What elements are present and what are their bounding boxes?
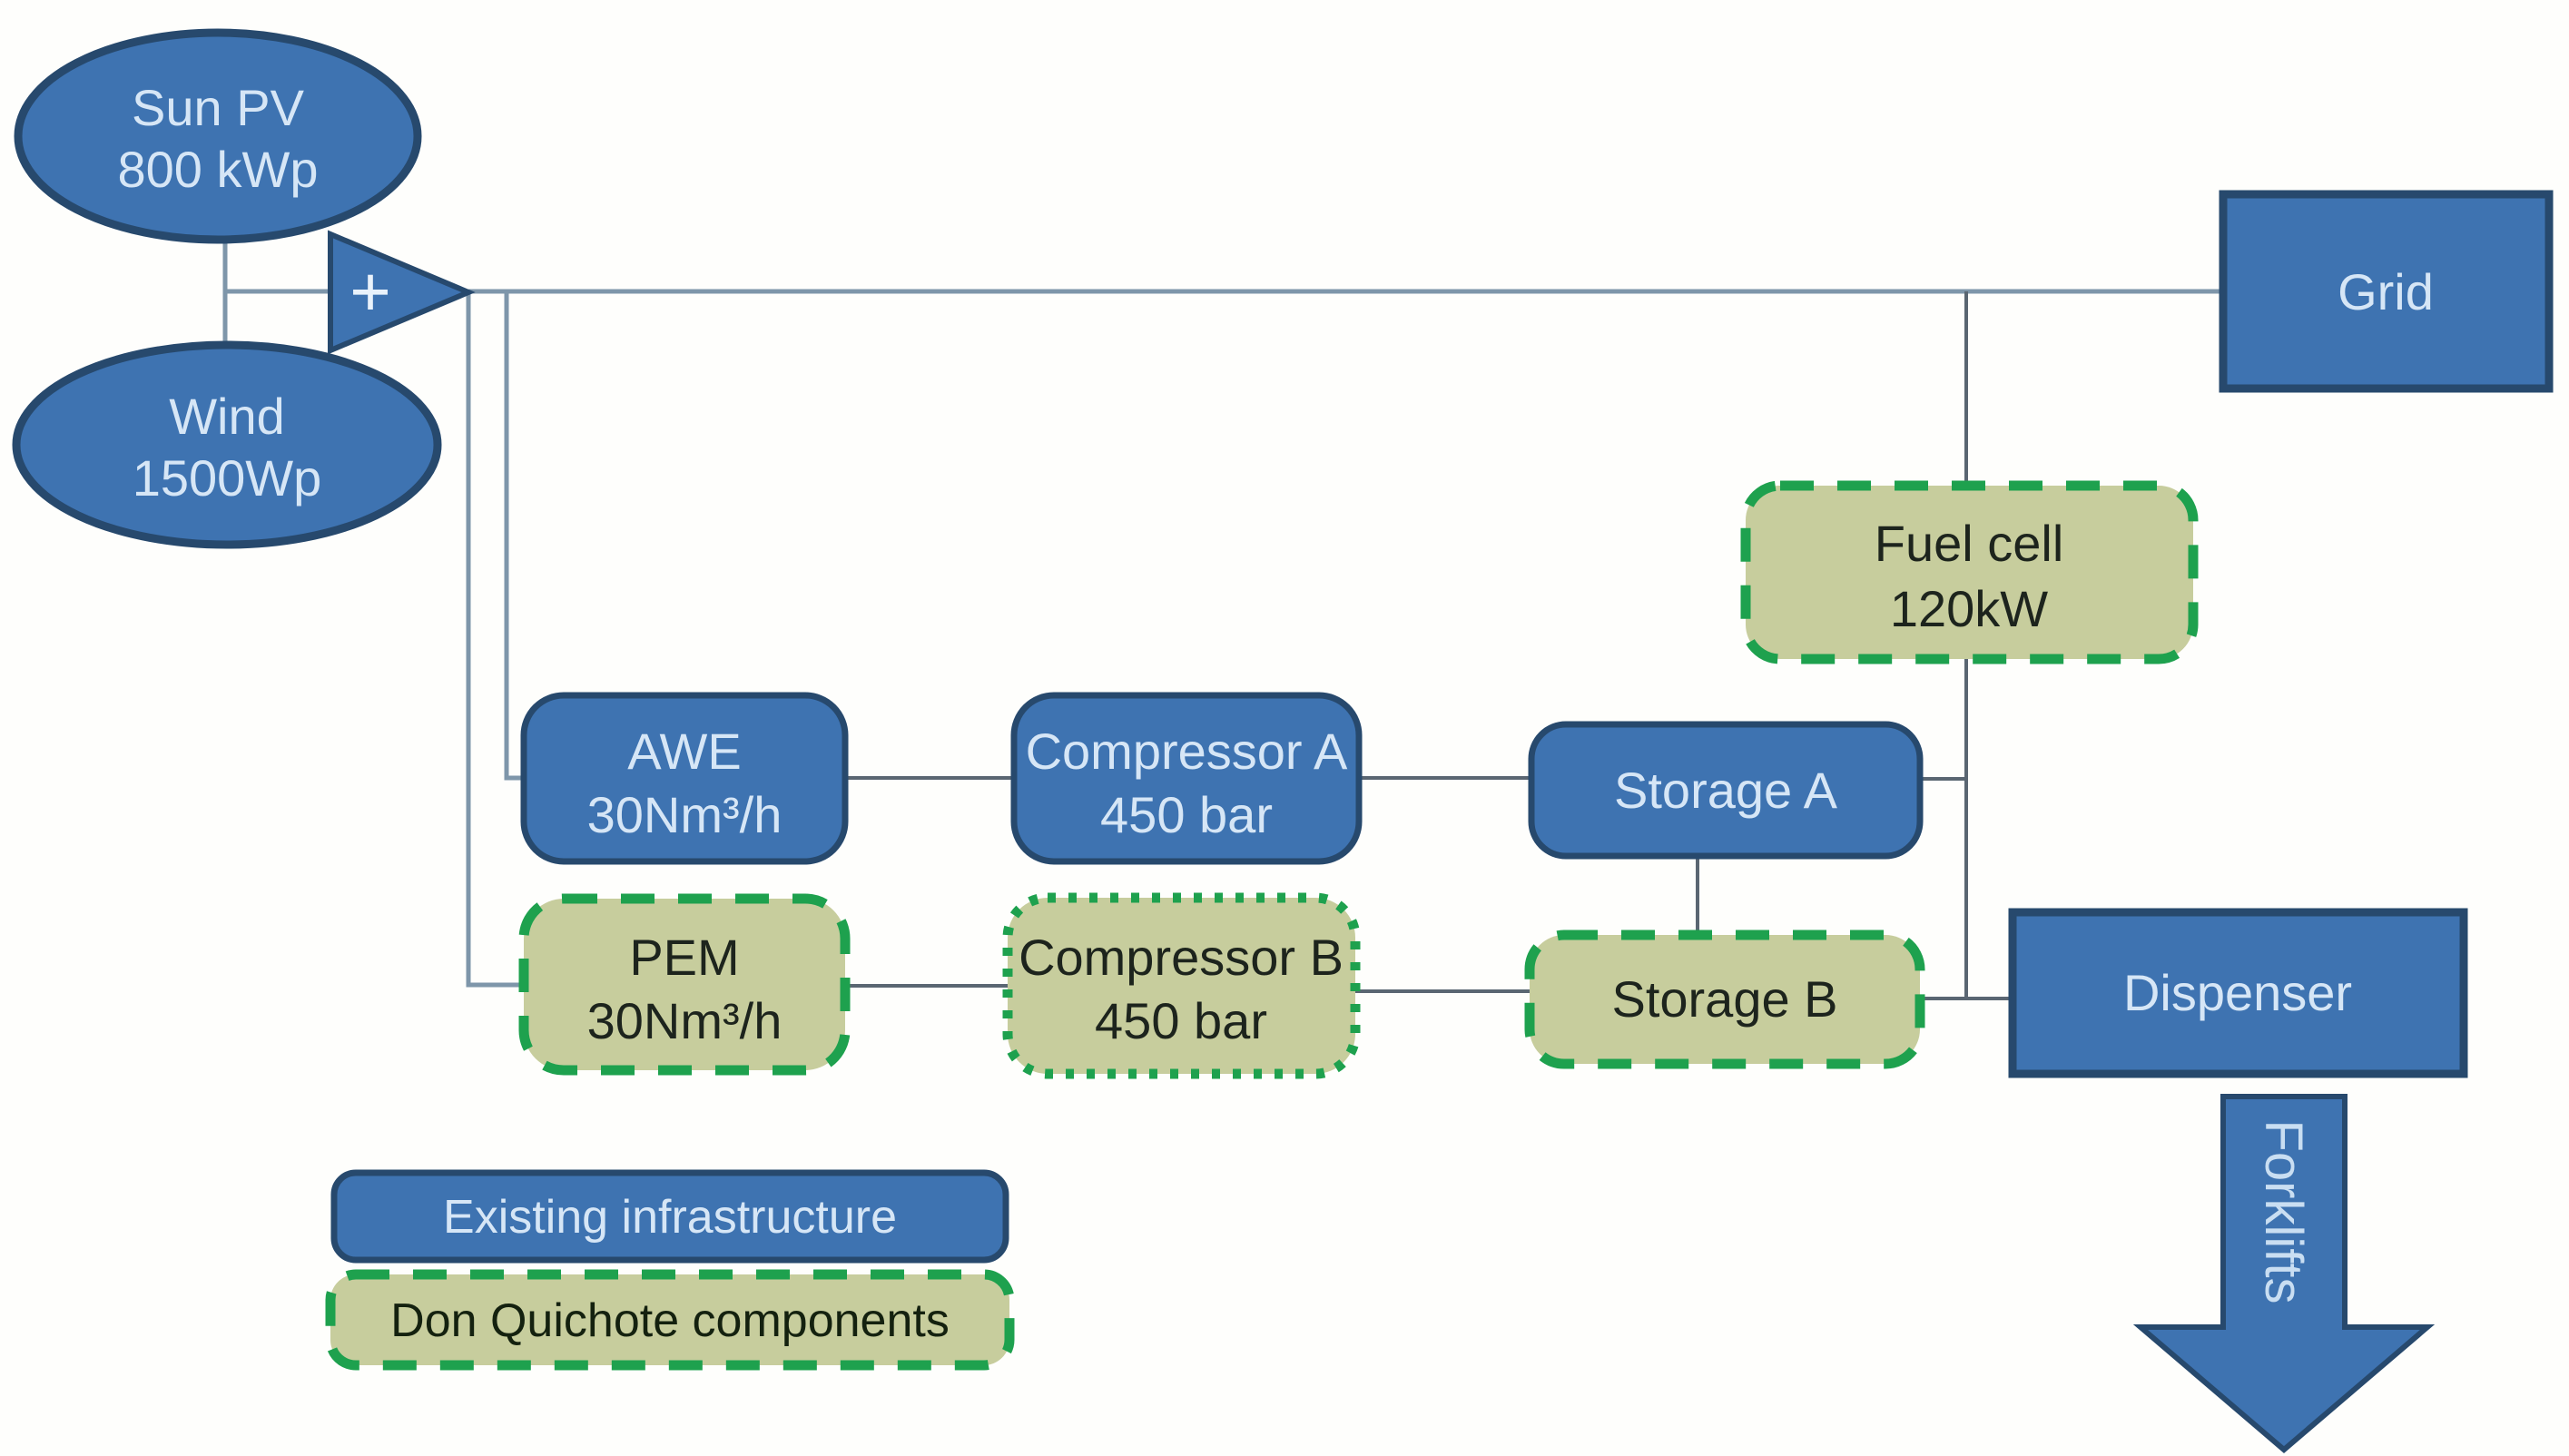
compressor-a-label-line1: Compressor A	[1026, 723, 1348, 780]
forklifts-label: Forklifts	[2254, 1120, 2313, 1304]
grid-label: Grid	[2338, 263, 2434, 320]
grid-shape	[2219, 190, 2554, 393]
sun-pv-node: Sun PV 800 kWp	[14, 28, 422, 244]
plus-sign-label: +	[349, 251, 391, 331]
legend-don-quichote-label: Don Quichote components	[390, 1294, 950, 1347]
legend-item-existing: Existing infrastructure	[330, 1169, 1009, 1264]
storage-b-shape	[1524, 930, 1925, 1069]
legend: Existing infrastructure Don Quichote com…	[325, 1169, 1015, 1371]
pem-shape	[518, 893, 851, 1076]
compressor-b-label-line2: 450 bar	[1095, 992, 1267, 1049]
fuel-cell-label-line1: Fuel cell	[1875, 515, 2064, 572]
fuel-cell-node: Fuel cell 120kW	[1740, 480, 2199, 664]
pem-node: PEM 30Nm³/h	[518, 893, 851, 1076]
plus-triangle-shape	[328, 230, 476, 355]
sun-pv-label-line2: 800 kWp	[118, 141, 319, 198]
compressor-a-node: Compressor A 450 bar	[1010, 692, 1363, 865]
awe-shape	[520, 692, 849, 865]
dispenser-node: Dispenser	[2008, 908, 2468, 1078]
grid-node: Grid	[2219, 190, 2554, 393]
wind-label-line1: Wind	[169, 388, 285, 445]
awe-label-line1: AWE	[627, 723, 741, 780]
connector-bus-to-pem	[466, 291, 524, 988]
sun-pv-label-line1: Sun PV	[132, 79, 305, 136]
compressor-b-shape	[1002, 892, 1361, 1079]
dispenser-label: Dispenser	[2123, 964, 2352, 1021]
connector-bus-to-awe	[504, 291, 524, 781]
pem-label-line2: 30Nm³/h	[587, 992, 783, 1049]
wind-shape	[12, 340, 442, 549]
fuel-cell-label-line2: 120kW	[1890, 580, 2048, 637]
compressor-a-label-line2: 450 bar	[1100, 786, 1273, 843]
awe-node: AWE 30Nm³/h	[520, 692, 849, 865]
dispenser-shape	[2008, 908, 2468, 1078]
connector-lines	[222, 238, 2223, 1000]
compressor-a-shape	[1010, 692, 1363, 865]
legend-existing-swatch	[330, 1169, 1009, 1264]
forklifts-arrow-shape	[2132, 1094, 2436, 1453]
legend-don-quichote-swatch	[325, 1269, 1015, 1371]
legend-existing-label: Existing infrastructure	[443, 1191, 897, 1244]
storage-a-node: Storage A	[1528, 721, 1924, 860]
wind-node: Wind 1500Wp	[12, 340, 442, 549]
storage-a-shape	[1528, 721, 1924, 860]
forklifts-node: Forklifts	[2132, 1094, 2436, 1453]
legend-item-don-quichote: Don Quichote components	[325, 1269, 1015, 1371]
compressor-b-label-line1: Compressor B	[1019, 929, 1344, 986]
plus-summing-node: +	[328, 230, 476, 355]
sun-pv-shape	[14, 28, 422, 244]
storage-b-label: Storage B	[1611, 970, 1837, 1028]
wind-label-line2: 1500Wp	[133, 449, 322, 507]
fuel-cell-shape	[1740, 480, 2199, 664]
storage-b-node: Storage B	[1524, 930, 1925, 1069]
awe-label-line2: 30Nm³/h	[587, 786, 783, 843]
compressor-b-node: Compressor B 450 bar	[1002, 892, 1361, 1079]
pem-label-line1: PEM	[629, 929, 739, 986]
storage-a-label: Storage A	[1614, 762, 1838, 819]
